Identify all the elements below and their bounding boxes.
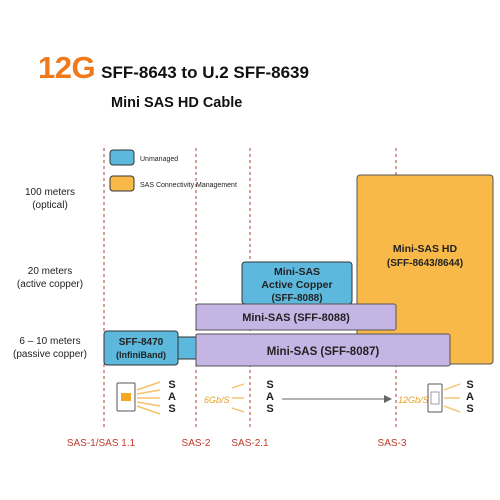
y-label-passive: 6 – 10 meters [19, 336, 80, 347]
box-mini-sas-hd-label: Mini-SAS HD [393, 243, 458, 255]
box-sff-8088 [195, 303, 397, 331]
sas2-letter-s2: S [266, 403, 273, 415]
legend-swatch-unmanaged [109, 149, 135, 166]
title-speed: 12G [38, 50, 96, 85]
sas2-letter-a: A [266, 391, 274, 403]
sas3-letter-s: S [466, 379, 473, 391]
box-sff-8087 [195, 333, 451, 367]
page-subtitle: Mini SAS HD Cable [111, 95, 243, 111]
box-sff-8470-sub: (InfiniBand) [116, 350, 166, 360]
sas1-letter-s2: S [168, 403, 175, 415]
y-label-passive-sub: (passive copper) [13, 349, 87, 360]
y-label-active: 20 meters [28, 266, 72, 277]
box-mini-sas-hd-sub: (SFF-8643/8644) [387, 258, 463, 269]
legend-label-managed: SAS Connectivity Management [140, 182, 237, 189]
box-active-copper-line3: (SFF-8088) [271, 293, 322, 304]
page-title: 12G SFF-8643 to U.2 SFF-8639 [38, 50, 309, 85]
y-label-optical: 100 meters [25, 187, 75, 198]
sas1-letter-s: S [168, 379, 175, 391]
y-label-active-sub: (active copper) [17, 279, 83, 290]
sas3-letter-s2: S [466, 403, 473, 415]
box-sff-8088-label: Mini-SAS (SFF-8088) [242, 312, 350, 324]
box-active-copper-line1: Mini-SAS [274, 266, 320, 278]
sas2-letter-s: S [266, 379, 273, 391]
gen-label-sas21: SAS-2.1 [231, 438, 269, 449]
box-sff-8470-label: SFF-8470 [119, 337, 164, 348]
gen-label-sas3: SAS-3 [378, 438, 407, 449]
box-sff-8470-tab [177, 336, 197, 360]
legend-swatch-managed [109, 175, 135, 192]
title-product: SFF-8643 to U.2 SFF-8639 [101, 63, 309, 82]
gen-label-sas2: SAS-2 [182, 438, 211, 449]
box-active-copper-line2: Active Copper [261, 279, 332, 291]
box-sff-8087-label: Mini-SAS (SFF-8087) [267, 346, 380, 358]
y-label-optical-sub: (optical) [32, 200, 68, 211]
gen-label-sas1: SAS-1/SAS 1.1 [67, 438, 136, 449]
sas3-connector-icon [427, 383, 461, 413]
sas3-letter-a: A [466, 391, 474, 403]
sas1-connector-icon [116, 381, 161, 415]
speed-12g-label: 12Gb/S [398, 395, 429, 405]
speed-6g-label: 6Gb/S [204, 395, 230, 405]
sas1-letter-a: A [168, 391, 176, 403]
legend-label-unmanaged: Unmanaged [140, 156, 178, 163]
sas2-signal-icon [231, 383, 245, 413]
progression-arrow-head [384, 395, 392, 403]
